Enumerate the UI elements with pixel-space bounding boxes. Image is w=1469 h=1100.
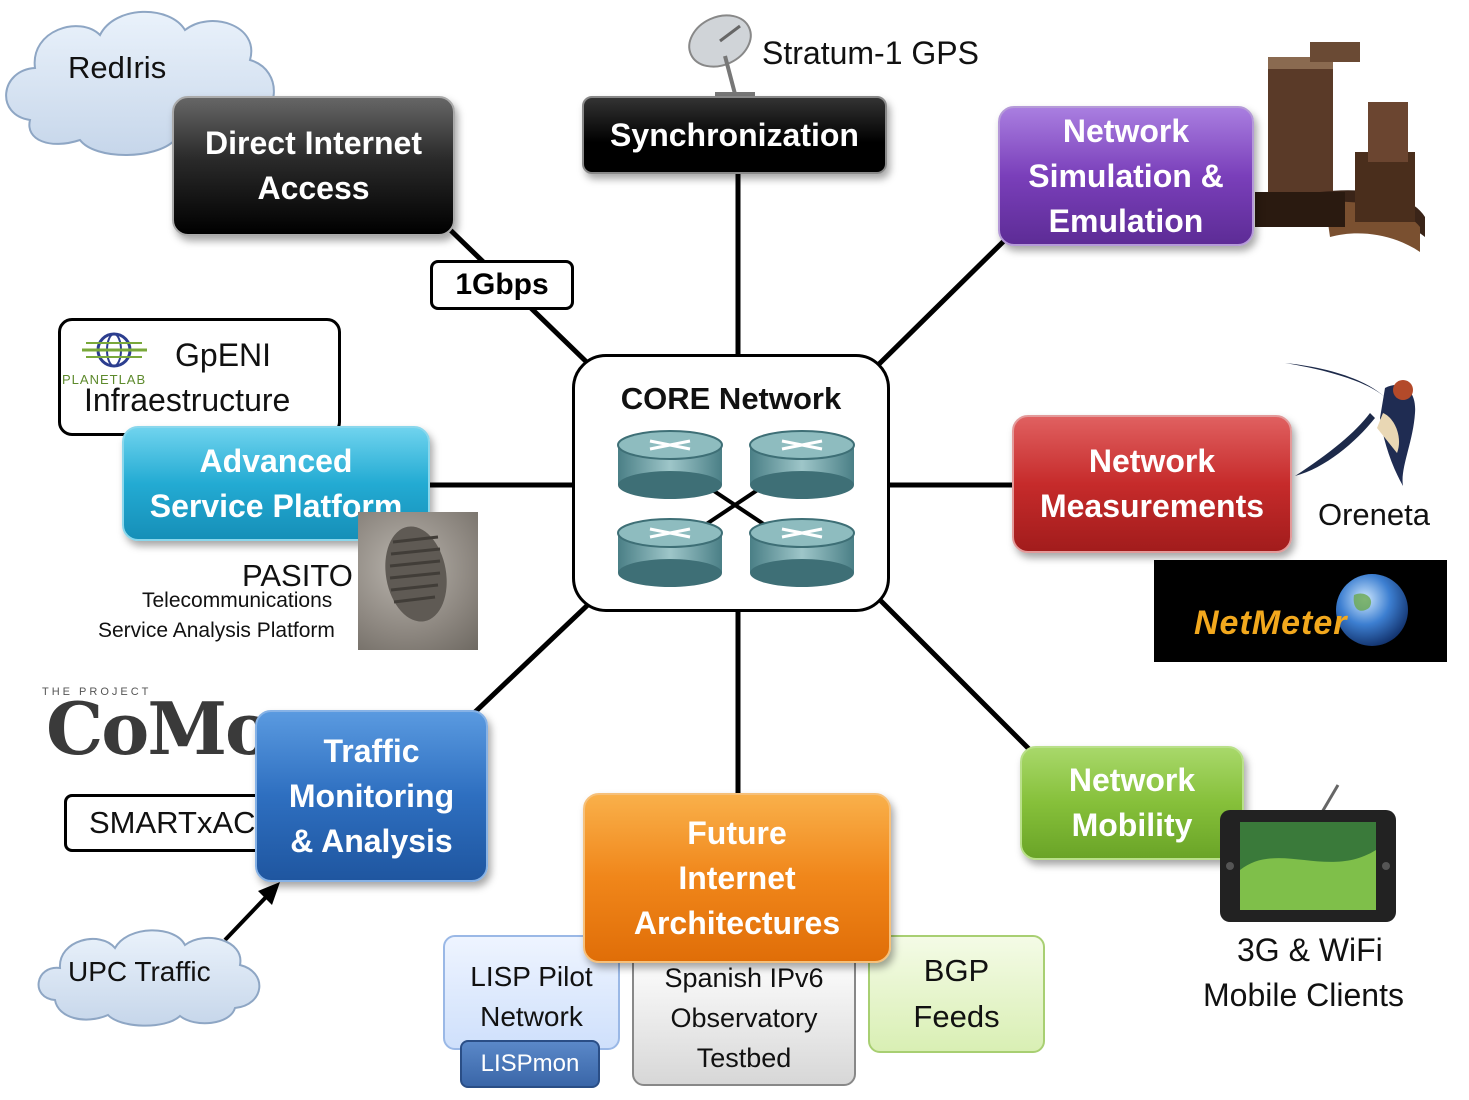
simulation-line3: Emulation bbox=[1048, 202, 1204, 239]
router-icon-br bbox=[749, 518, 855, 587]
core-network-title: CORE Network bbox=[620, 381, 842, 416]
link-speed-badge: 1Gbps bbox=[430, 260, 574, 310]
lisp-pilot-line2: Network bbox=[480, 1001, 583, 1032]
direct-internet-line2: Access bbox=[257, 170, 370, 206]
pasito-label: PASITO bbox=[242, 558, 353, 593]
ipv6-line3: Testbed bbox=[696, 1043, 792, 1073]
como-project-label: THE PROJECT bbox=[42, 686, 152, 698]
traffic-line3: & Analysis bbox=[290, 822, 453, 859]
como-logo: CoMo THE PROJECT bbox=[40, 686, 284, 771]
network-measurements-box[interactable]: Network Measurements bbox=[1012, 415, 1292, 553]
swallow-icon bbox=[1285, 358, 1425, 488]
upc-traffic-cloud bbox=[30, 920, 270, 1030]
redlris-label: RedIris bbox=[68, 50, 167, 85]
pasito-sub1: Telecommunications bbox=[142, 589, 333, 612]
ipv6-line2: Observatory bbox=[670, 1003, 818, 1033]
router-icon-tl bbox=[617, 430, 723, 499]
footprint-image bbox=[358, 512, 478, 650]
mobility-line1: Network bbox=[1068, 762, 1196, 798]
router-icon-bl bbox=[617, 518, 723, 587]
network-simulation-box[interactable]: Network Simulation & Emulation bbox=[998, 106, 1254, 246]
supercomputer-icon bbox=[1250, 42, 1430, 262]
planetlab-icon bbox=[72, 328, 172, 388]
measurements-line1: Network bbox=[1088, 443, 1216, 479]
bgp-line2: Feeds bbox=[913, 999, 1000, 1034]
traffic-line1: Traffic bbox=[323, 732, 420, 769]
satellite-dish-icon bbox=[680, 6, 770, 96]
simulation-line1: Network bbox=[1062, 112, 1190, 149]
mobility-line2: Mobility bbox=[1071, 807, 1193, 843]
simulation-line2: Simulation & bbox=[1028, 157, 1224, 194]
smartxac-label: SMARTxAC bbox=[89, 805, 256, 840]
core-routers bbox=[617, 430, 855, 587]
future-line2: Internet bbox=[678, 859, 796, 896]
como-label: CoMo bbox=[46, 686, 273, 771]
direct-internet-line1: Direct Internet bbox=[205, 125, 422, 161]
synchronization-box[interactable]: Synchronization bbox=[582, 96, 887, 174]
tablet-device-icon bbox=[1218, 780, 1398, 925]
mobile-clients-line1: 3G & WiFi bbox=[1237, 932, 1383, 968]
stratum-label: Stratum-1 GPS bbox=[762, 35, 979, 71]
advanced-service-line1: Advanced bbox=[199, 442, 353, 479]
direct-internet-access-box[interactable]: Direct Internet Access bbox=[172, 96, 455, 236]
lispmon-box[interactable]: LISPmon bbox=[460, 1040, 600, 1088]
gpeni-label: GpENI bbox=[175, 337, 272, 373]
lispmon-label: LISPmon bbox=[480, 1050, 580, 1077]
lisp-pilot-line1: LISP Pilot bbox=[470, 961, 593, 992]
measurements-line2: Measurements bbox=[1039, 488, 1265, 524]
oreneta-label: Oreneta bbox=[1318, 497, 1431, 532]
link-simulation bbox=[873, 233, 1012, 370]
netmeter-logo: NetMeter bbox=[1154, 560, 1447, 662]
future-line1: Future bbox=[687, 814, 787, 851]
ipv6-line1: Spanish IPv6 bbox=[664, 963, 824, 993]
gpeni-box bbox=[58, 318, 341, 436]
link-traffic-monitoring bbox=[473, 596, 597, 714]
future-internet-box[interactable]: Future Internet Architectures bbox=[583, 793, 891, 963]
link-mobility bbox=[876, 596, 1032, 752]
network-mobility-box[interactable]: Network Mobility bbox=[1020, 746, 1244, 860]
traffic-line2: Monitoring bbox=[288, 777, 455, 814]
smartxac-box: SMARTxAC bbox=[64, 794, 274, 852]
planetlab-label: PLANETLAB bbox=[62, 372, 147, 387]
traffic-monitoring-box[interactable]: Traffic Monitoring & Analysis bbox=[255, 710, 488, 882]
lisp-pilot-box[interactable]: LISP Pilot Network bbox=[443, 935, 620, 1050]
future-line3: Architectures bbox=[633, 904, 841, 941]
infraestructure-label: Infraestructure bbox=[84, 382, 291, 418]
netmeter-label: NetMeter bbox=[1194, 604, 1348, 642]
bgp-line1: BGP bbox=[923, 953, 990, 988]
pasito-sub2: Service Analysis Platform bbox=[98, 619, 335, 642]
upc-traffic-label: UPC Traffic bbox=[68, 956, 211, 987]
synchronization-label: Synchronization bbox=[610, 116, 859, 153]
bgp-feeds-box[interactable]: BGP Feeds bbox=[868, 935, 1045, 1053]
router-icon-tr bbox=[749, 430, 855, 499]
mobile-clients-line2: Mobile Clients bbox=[1203, 977, 1404, 1013]
spanish-ipv6-box[interactable]: Spanish IPv6 Observatory Testbed bbox=[632, 950, 856, 1086]
upc-traffic-arrow bbox=[223, 882, 280, 942]
